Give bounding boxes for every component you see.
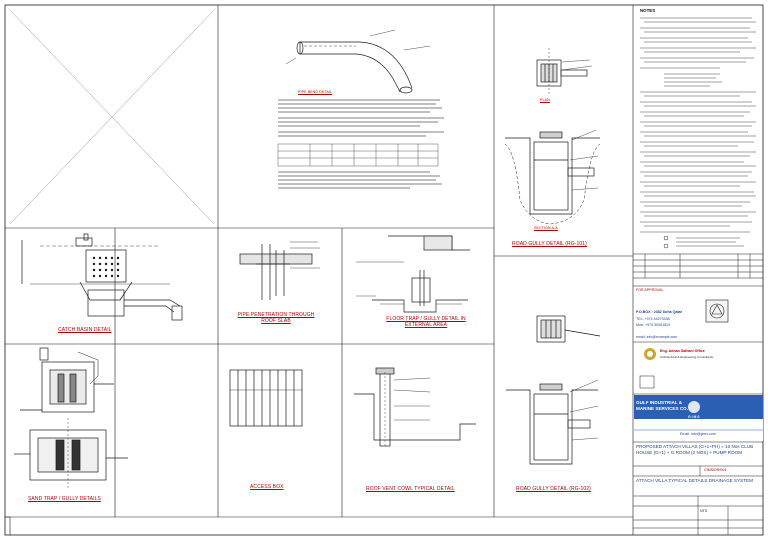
status-stamp: FOR APPROVAL: [636, 288, 664, 292]
consultant-mob: Mob: +974 30061823: [636, 323, 671, 327]
title-sand-trap: SAND TRAP / GULLY DETAILS: [28, 496, 101, 502]
notes-lines: [640, 17, 756, 247]
contractor-short: G I M S: [688, 415, 700, 419]
contractor-name: GULF INDUSTRIAL & MARINE SERVICES CO.: [636, 400, 688, 411]
consultant-tel: TEL: +974 44273338: [636, 317, 670, 321]
notes-heading: NOTES: [640, 8, 656, 13]
spec-text-block-2: [278, 171, 442, 189]
access-box-drawing: [229, 369, 303, 427]
empty-panel-cross: [9, 9, 215, 225]
title-plan-top: PLAN: [540, 98, 550, 102]
engineer-subtitle: Architectural & Engineering Consultants: [660, 355, 714, 359]
consultant-email: email: info@example.com: [636, 335, 678, 339]
consultant-address: P.O.BOX : 2382 Doha Qatar: [636, 310, 683, 314]
title-block-grid: [633, 253, 763, 535]
title-section-top: SECTION A-A: [534, 226, 558, 230]
spec-text-block: [278, 99, 444, 137]
notes-legend-symbols: [663, 235, 669, 249]
title-access-box: ACCESS BOX: [250, 484, 284, 490]
pipe-bend-drawing: [285, 29, 431, 94]
pipe-penetration-drawing: [239, 241, 320, 300]
road-gully-plan: [536, 48, 588, 96]
roof-vent-drawing: [354, 367, 476, 447]
title-roof-vent: ROOF VENT COWL TYPICAL DETAIL: [366, 486, 455, 492]
sand-trap-plan: [14, 418, 128, 490]
title-catch-basin: CATCH BASIN DETAIL: [58, 327, 112, 333]
panel-grid: [5, 5, 634, 535]
sand-trap-section: [20, 347, 114, 413]
floor-trap-drawing: [356, 235, 470, 313]
sheet-border: [4, 4, 764, 536]
scale-value: NTS: [700, 509, 708, 513]
drawing-title: ATTACH VILLA TYPICAL DETAILS DRAINAGE SY…: [636, 478, 753, 483]
engineer-logo: [639, 348, 656, 389]
title-road-gully-bottom: ROAD GULLY DETAIL (RG-102): [516, 486, 591, 492]
catch-basin-drawing: [21, 233, 183, 321]
project-name: PROPOSED ATTACH VILLAS (G+1+PH) = 10 Nos…: [636, 444, 754, 455]
road-gully-bottom-section: [506, 379, 599, 465]
engineer-name: Eng. Adnan Salhani Office: [660, 349, 705, 353]
road-gully-section: [504, 131, 601, 225]
title-floor-trap: FLOOR TRAP / GULLY DETAIL IN EXTERNAL AR…: [386, 316, 466, 328]
contractor-logo: [634, 395, 763, 441]
road-gully-leaders: [561, 59, 599, 191]
title-pipe-penetration: PIPE PENETRATION THROUGH ROOF SLAB: [237, 312, 315, 324]
title-road-gully-top: ROAD GULLY DETAIL (RG-101): [512, 241, 587, 247]
spec-table: [277, 143, 439, 167]
drawing-number: GIMS/DR/004: [704, 468, 727, 472]
title-pipe-bend: PIPE BEND DETAIL: [298, 90, 333, 94]
consultant-logo: [705, 299, 729, 323]
road-gully-bottom-plan: [536, 315, 601, 343]
contractor-email: Email: info@gims.com: [680, 432, 716, 436]
